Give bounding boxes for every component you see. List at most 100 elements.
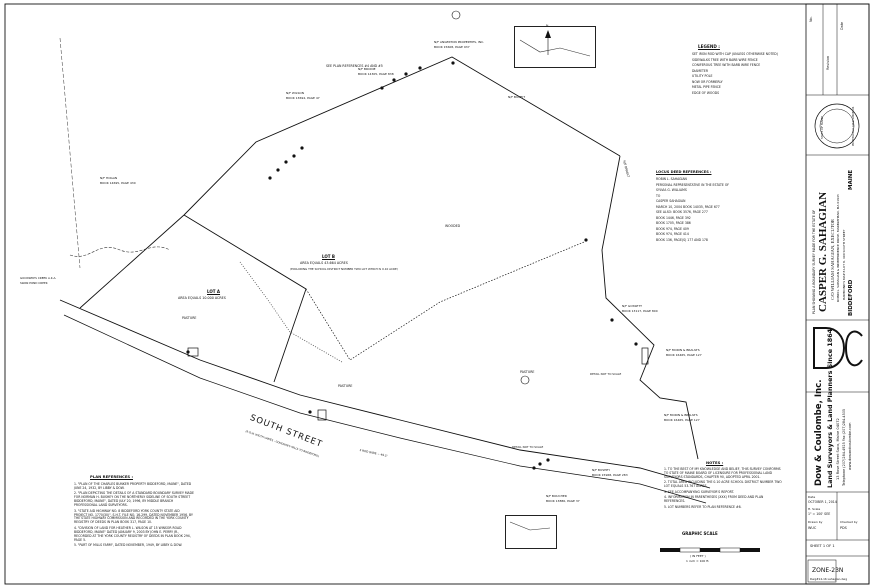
detail-ntn-2: DETAIL NOT TO SCALE [512,445,544,449]
lot-a-west-line [79,214,185,309]
owner-address: ROBIN L. SAHAGIAN & INDEPENDENCE DRIVE, … [836,194,840,302]
rev-header-no: No. [809,16,813,22]
graphic-scale-bar [660,547,760,553]
legend-item-tree-fence: SIDEWALKS TREE WITH BARB WIRE FENCE [692,57,758,62]
locus-deed-references: LOCUS DEED REFERENCES : ROBIN L. SAHAGIA… [656,170,746,244]
boundary-line-east [601,155,699,460]
date-label: Date [808,495,816,499]
abutter-buneit: N/F BUNEIT [508,95,526,99]
executor-line: C/O WILLIAM SAHAGIAN, EXECUTOR [830,219,835,300]
legend-item-now-formerly: NOW OR FORMERLY [692,79,723,84]
locus-line: BOOK 974, PAGE 409 [656,226,689,231]
city-label: BIDDEFORD [848,279,854,316]
lot-a-area: AREA EQUALS 10.000 ACRES [178,296,226,300]
legend-items: SET IRON ROD WITH CAP (UNLESS OTHERWISE … [662,52,792,95]
locus-line: TO [656,193,661,198]
legend-title: LEGEND : [698,44,720,49]
detail-ntn-1: DETAIL NOT TO SCALE [590,372,622,376]
detail-box-2 [505,515,557,549]
graphic-scale-feet: ( IN FEET ) [690,554,706,558]
legend-item-metal-fence: METAL PIPE FENCE [692,85,721,89]
plan-title: PLAN SHOWING A BOUNDARY SURVEY MADE FOR … [812,209,816,314]
graphic-scale-inch: 1 inch = 100 ft. [686,559,710,563]
lot-a-title: LOT A [207,289,221,294]
company-address: 13 Rose Street Saco, Maine 04072 [836,418,840,480]
notes-title: NOTES : [706,460,724,465]
plan-ref-item: 1. "PLAN OF THE CHARLES BUNKER PROPERTY … [74,482,192,490]
locus-line: BOOK 1705, PAGE 386 [656,221,691,225]
lot-b-title: LOT B [322,254,335,259]
owner-name: CASPER G. SAHAGIAN [817,191,829,312]
plan-refs-note: SEE PLAN REFERENCES #4 AND #5 [326,64,383,68]
locus-line: PERSONAL REPRESENTATIVE IN THE ESTATE OF [656,182,730,187]
plan-ref-item: 4. "DIVISION OF LAND FOR HEATHER L. WILS… [74,525,191,542]
legend-item-edge-woods: EDGE OF WOODS [692,90,720,95]
lot-b-note: (EXCLUDING THE SCHOOL DISTRICT NUMBER TW… [290,267,398,271]
goodwins-creek-label: GOODWIN'S CREEK A.K.A. SWAN POND CREEK [20,276,57,285]
note-item: 5. LOT NUMBERS REFER TO PLAN REFERENCE #… [664,504,742,509]
rev-header-date: Date [840,21,844,30]
locus-line: MARCH 10, 2004 BOOK 14035, PAGE 677 [656,204,720,209]
locus-line: BOOK 136, PAGE(S) 177 AND 178 [656,237,708,242]
note-item: 1. TO THE BEST OF MY KNOWLEDGE AND BELIE… [664,467,781,479]
lot-b-area: AREA EQUALS 43.664 ACRES [300,261,348,265]
locus-line: SEE ALSO: BOOK 3576, PAGE 277 [656,210,708,214]
graphic-scale-title: GRAPHIC SCALE [682,531,718,536]
locus-line: BOOK 1446, PAGE 392 [656,215,691,220]
building-1 [187,347,199,357]
locus-title: LOCUS DEED REFERENCES : [656,170,712,174]
company-logo [813,327,863,369]
legend-item-coniferous: CONIFEROUS TREE WITH BARB WIRE FENCE [692,63,761,67]
plan-ref-item: 3. "STATE AID HIGHWAY NO. 8 BIDDEFORD YO… [74,508,193,525]
plan-ref-item: 5. "PART OF MILLS FARM", DATED NOVEMBER,… [74,543,183,548]
boundary-line-south-street [59,299,711,489]
drawn-label: Drawn by [808,520,823,524]
stamp-subtext: PROFESSIONAL LAND SURVEYOR [852,106,855,146]
date-value: OCTOBER 1, 2014 [808,500,837,504]
building-2 [317,409,327,421]
plan-ref-item: 2. "PLAN DEPICTING THE DETAILS OF A STAN… [74,491,194,508]
legend-item-diameter: DIAMETER [692,68,709,73]
wooded-label: WOODED [445,224,461,228]
lot-b-interior-line [305,241,585,361]
lot-a-boundary [183,214,307,383]
locus-line: BOOK 974, PAGE 414 [656,232,689,236]
detail-callout-1 [451,10,461,20]
building-3 [641,347,649,365]
locus-line: CASPER SAHAGIAN [656,199,686,203]
locus-line: SYLVIA G. WILLIAMS [656,188,687,192]
detail-box-2-lines [509,521,551,531]
zone-label: ZONE-23N [812,567,844,574]
sheet-number: SHEET 1 OF 1 [810,544,835,548]
state-label: MAINE [848,169,854,190]
tree-line-markers [186,61,638,470]
checked-label: Checked by [840,520,858,524]
plan-references: PLAN REFERENCES : 1. "PLAN OF THE CHARLE… [74,474,194,550]
detail-box-1-lines [519,39,591,57]
pasture-label-2: PASTURE [338,384,353,388]
plan-refs-title: PLAN REFERENCES : [90,474,133,479]
title-block-frame [805,3,870,585]
rev-header-revision: Revision [826,55,830,70]
detail-box-1 [514,26,596,68]
drawn-value: WUC [808,526,817,530]
boundary-line-north [183,56,621,216]
abutter-angerton: N/F ANGERTON PROPERTIES, INC.BOOK 15608,… [434,40,485,49]
property-address: HAMMOND'S MAP 8 LOT 8, 490 SOUTH STREET [842,229,846,300]
north-arrow [545,30,551,55]
scale-value: 1" = 100' SEE [808,512,831,516]
note-item: 3. SEE ACCOMPANYING SURVEYOR'S REPORT. [664,489,735,494]
edge-of-woods [239,261,343,363]
company-phone: Telephone (207)284-4925 Fax (207)284-450… [842,408,846,486]
company-tagline: Land Surveyors & Land Planners Since 186… [826,328,834,488]
pasture-label-3: PASTURE [520,370,535,374]
